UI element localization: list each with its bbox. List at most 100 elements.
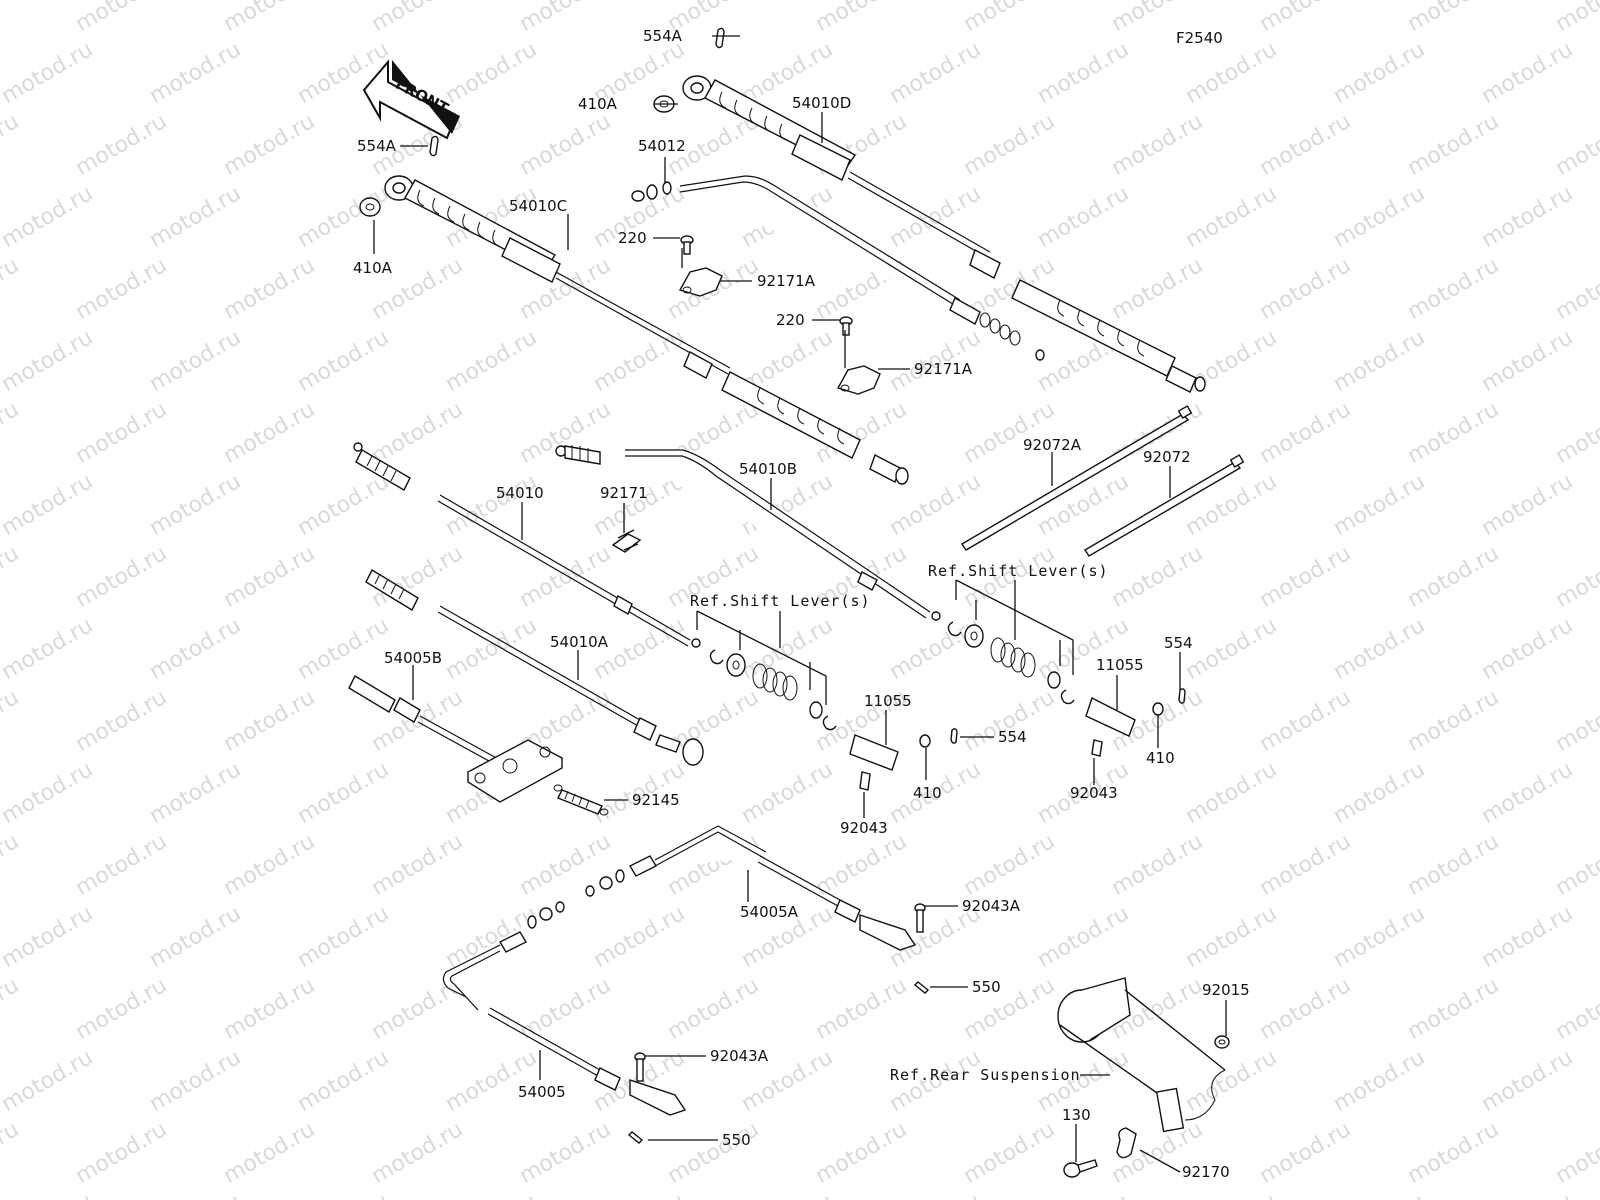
part-label[interactable]: 92145 bbox=[632, 791, 680, 809]
part-label[interactable]: 410A bbox=[578, 95, 618, 113]
watermark-text: motod.ru bbox=[1329, 181, 1429, 253]
part-label[interactable]: 92072A bbox=[1023, 436, 1082, 454]
watermark-text: motod.ru bbox=[1551, 1117, 1600, 1189]
part-label[interactable]: 54005 bbox=[518, 1083, 566, 1101]
watermark-text: motod.ru bbox=[145, 325, 245, 397]
part-label[interactable]: 550 bbox=[722, 1131, 751, 1149]
cotter-pin-554A-left[interactable] bbox=[429, 135, 439, 157]
part-label[interactable]: 54005B bbox=[384, 649, 442, 667]
part-label[interactable]: 92171A bbox=[757, 272, 816, 290]
watermark-text: motod.ru bbox=[71, 109, 171, 181]
watermark-text: motod.ru bbox=[1551, 541, 1600, 613]
watermark-text: motod.ru bbox=[737, 1189, 837, 1200]
part-label[interactable]: 92043A bbox=[962, 897, 1021, 915]
watermark-text: motod.ru bbox=[1255, 973, 1355, 1045]
part-label[interactable]: 554 bbox=[998, 728, 1027, 746]
watermark-text: motod.ru bbox=[885, 181, 985, 253]
cable-tie-92072A[interactable] bbox=[961, 405, 1193, 551]
watermark-text: motod.ru bbox=[1255, 397, 1355, 469]
watermark-text: motod.ru bbox=[1255, 685, 1355, 757]
part-label[interactable]: 92072 bbox=[1143, 448, 1191, 466]
bolt-130[interactable] bbox=[1063, 1159, 1098, 1178]
cable-54010A[interactable] bbox=[365, 569, 704, 766]
part-label[interactable]: 410 bbox=[913, 784, 942, 802]
bolt-220-a[interactable] bbox=[680, 235, 694, 255]
part-label[interactable]: 54010A bbox=[550, 633, 609, 651]
watermark-text: motod.ru bbox=[441, 325, 541, 397]
part-label[interactable]: 54010C bbox=[509, 197, 567, 215]
watermark-text: motod.ru bbox=[367, 0, 467, 37]
watermark-text: motod.ru bbox=[811, 0, 911, 37]
spring-92145[interactable] bbox=[553, 784, 609, 816]
part-label[interactable]: 92171A bbox=[914, 360, 973, 378]
part-label[interactable]: 554 bbox=[1164, 634, 1193, 652]
part-label[interactable]: 11055 bbox=[1096, 656, 1144, 674]
cable-54005A[interactable] bbox=[585, 825, 930, 994]
watermark-text: motod.ru bbox=[219, 0, 319, 37]
watermark-text: motod.ru bbox=[145, 37, 245, 109]
cable-tie-92072[interactable] bbox=[1084, 454, 1245, 557]
clamp-92171A-b[interactable] bbox=[836, 365, 881, 395]
cotter-pin-554A-top[interactable] bbox=[715, 27, 725, 49]
part-label[interactable]: 54010B bbox=[739, 460, 797, 478]
watermark-text: motod.ru bbox=[219, 829, 319, 901]
cable-54005[interactable] bbox=[442, 901, 687, 1144]
part-label[interactable]: 92043 bbox=[1070, 784, 1118, 802]
shift-linkage-left[interactable] bbox=[709, 649, 958, 791]
watermark-text: motod.ru bbox=[219, 973, 319, 1045]
clip-92170[interactable] bbox=[1116, 1127, 1137, 1159]
watermark-text: motod.ru bbox=[959, 0, 1059, 37]
clip-92171[interactable] bbox=[611, 529, 642, 553]
part-label[interactable]: 92171 bbox=[600, 484, 648, 502]
watermark-text: motod.ru bbox=[1329, 1045, 1429, 1117]
part-label[interactable]: 130 bbox=[1062, 1106, 1091, 1124]
part-label[interactable]: 54012 bbox=[638, 137, 686, 155]
cable-54010[interactable] bbox=[353, 442, 701, 648]
part-label[interactable]: 92015 bbox=[1202, 981, 1250, 999]
watermark-text: motod.ru bbox=[1477, 757, 1577, 829]
part-label[interactable]: 220 bbox=[618, 229, 647, 247]
bracket-54005B[interactable] bbox=[466, 739, 564, 803]
watermark-text: motod.ru bbox=[219, 541, 319, 613]
watermark-text: motod.ru bbox=[1107, 541, 1207, 613]
part-label[interactable]: 410A bbox=[353, 259, 393, 277]
cable-54010B[interactable] bbox=[555, 445, 941, 621]
watermark-text: motod.ru bbox=[71, 397, 171, 469]
watermark-text: motod.ru bbox=[1255, 1117, 1355, 1189]
part-label[interactable]: 92043A bbox=[710, 1047, 769, 1065]
watermark-text: motod.ru bbox=[811, 1117, 911, 1189]
watermark-text: motod.ru bbox=[293, 325, 393, 397]
shift-linkage-right[interactable] bbox=[947, 621, 1186, 757]
cable-54010D[interactable] bbox=[682, 75, 1206, 393]
bolt-220-b[interactable] bbox=[839, 316, 853, 336]
watermark-text: motod.ru bbox=[1255, 109, 1355, 181]
watermark-text: motod.ru bbox=[293, 757, 393, 829]
watermark-text: motod.ru bbox=[1403, 253, 1503, 325]
watermark-text: motod.ru bbox=[0, 37, 97, 109]
cable-54010C[interactable] bbox=[384, 175, 909, 485]
cable-54012[interactable] bbox=[631, 175, 1045, 361]
watermark-text: motod.ru bbox=[1477, 1189, 1577, 1200]
part-label[interactable]: 11055 bbox=[864, 692, 912, 710]
watermark-text: motod.ru bbox=[0, 397, 23, 469]
watermark-text: motod.ru bbox=[1403, 973, 1503, 1045]
part-label[interactable]: 54010 bbox=[496, 484, 544, 502]
part-label[interactable]: 550 bbox=[972, 978, 1001, 996]
part-label[interactable]: 92170 bbox=[1182, 1163, 1230, 1181]
watermark-text: motod.ru bbox=[1255, 0, 1355, 37]
part-label[interactable]: 220 bbox=[776, 311, 805, 329]
part-label[interactable]: 54005A bbox=[740, 903, 799, 921]
watermark-text: motod.ru bbox=[441, 613, 541, 685]
washer-410A-left[interactable] bbox=[359, 197, 381, 217]
nut-92015[interactable] bbox=[1214, 1035, 1230, 1049]
watermark-text: motod.ru bbox=[1329, 325, 1429, 397]
watermark-text: motod.ru bbox=[1181, 1045, 1281, 1117]
part-label[interactable]: 554A bbox=[643, 27, 683, 45]
watermark-text: motod.ru bbox=[71, 973, 171, 1045]
part-label[interactable]: 554A bbox=[357, 137, 397, 155]
part-label[interactable]: 92043 bbox=[840, 819, 888, 837]
cable-54005B[interactable] bbox=[348, 675, 501, 767]
part-label[interactable]: 410 bbox=[1146, 749, 1175, 767]
watermark-text: motod.ru bbox=[0, 541, 23, 613]
part-label[interactable]: 54010D bbox=[792, 94, 851, 112]
